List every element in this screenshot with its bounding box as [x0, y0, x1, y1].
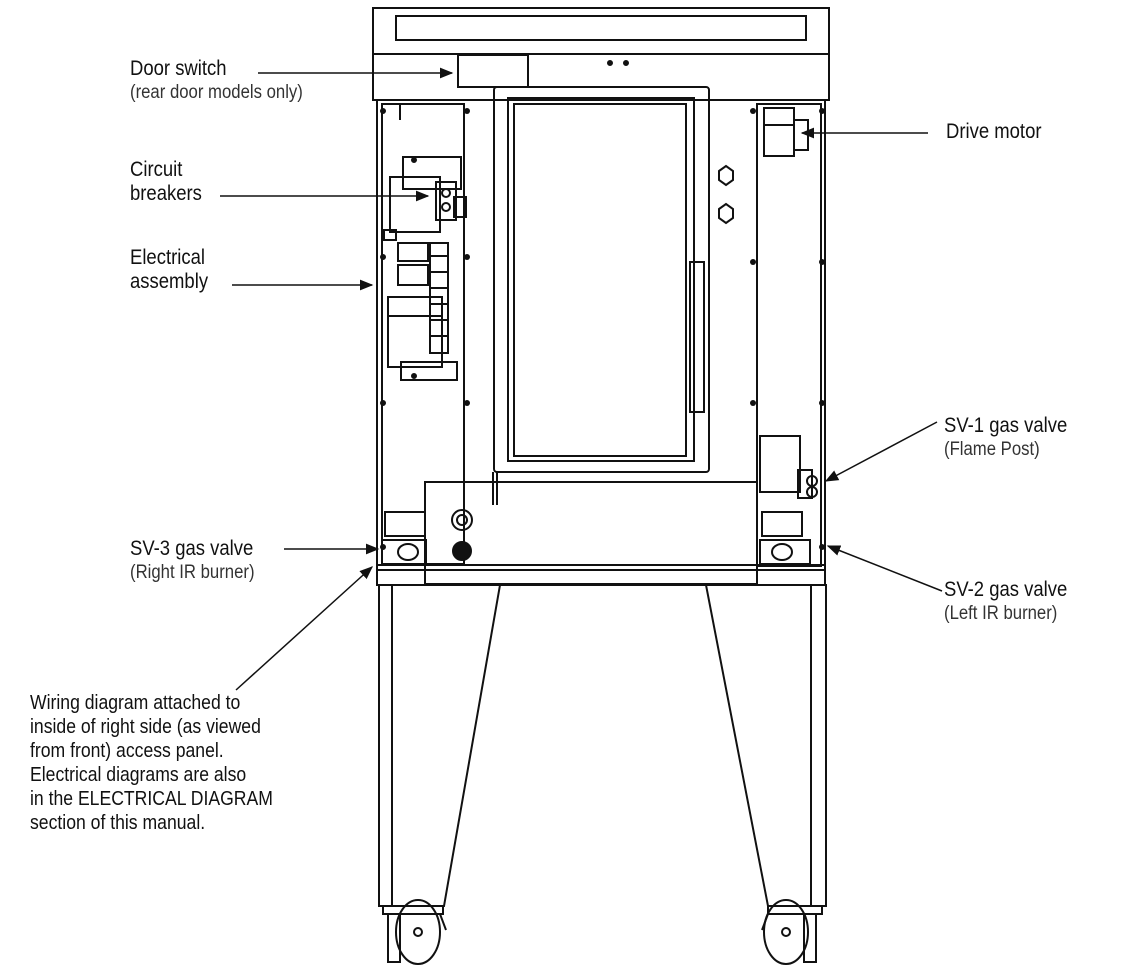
hex-nuts — [718, 164, 734, 225]
upper-band — [372, 53, 830, 101]
right-caster — [761, 899, 823, 965]
sv2-gas-valve-part — [759, 511, 811, 565]
sv2-leader — [826, 545, 943, 592]
electrical-assembly-part — [383, 156, 467, 381]
top-cap — [372, 7, 830, 55]
sv1-leader — [824, 421, 938, 482]
left-caster — [382, 899, 447, 965]
circuit-breakers-label: Circuit breakers — [130, 158, 202, 205]
sv2-label: SV-2 gas valve (Left IR burner) — [944, 578, 1068, 624]
door-switch-label: Door switch (rear door models only) — [130, 57, 303, 103]
drive-motor-label: Drive motor — [946, 120, 1042, 143]
sv3-gas-valve-part — [381, 511, 427, 565]
base-plate — [376, 564, 826, 586]
lower-control-box — [424, 472, 758, 585]
door-switch-part — [457, 54, 529, 88]
left-leg — [378, 584, 502, 907]
wiring-note-leader — [235, 566, 374, 691]
sv3-label: SV-3 gas valve (Right IR burner) — [130, 537, 255, 583]
oven-door — [493, 86, 710, 473]
electrical-assembly-label: Electrical assembly — [130, 246, 209, 293]
main-body — [376, 99, 826, 571]
drive-motor-part — [763, 107, 809, 157]
wiring-diagram-note: Wiring diagram attached to inside of rig… — [30, 692, 273, 834]
sv1-label: SV-1 gas valve (Flame Post) — [944, 414, 1068, 460]
right-leg — [704, 584, 827, 907]
sv1-gas-valve-part — [759, 435, 818, 499]
